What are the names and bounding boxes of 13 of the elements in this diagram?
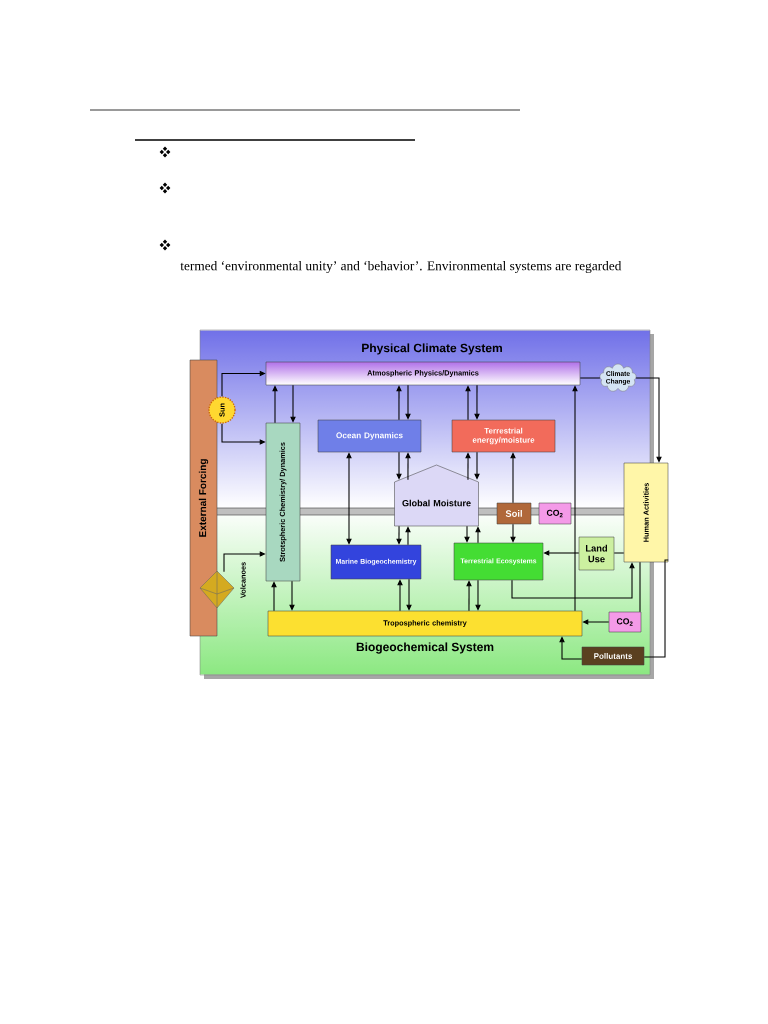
process-box: Ocean Dynamics <box>317 419 422 453</box>
connector-line <box>613 552 625 554</box>
body-text: termed ‘environmental unity’ and ‘behavior’. Environmental systems are regarded <box>180 260 622 274</box>
connector-line <box>643 559 669 658</box>
process-box: CO$_{2}$ <box>538 502 572 525</box>
connector-line <box>579 377 601 379</box>
forcing-bar: External Forcing <box>189 359 218 637</box>
process-box: CO$_{2}$ <box>608 611 642 633</box>
process-box: Land Use <box>578 536 615 571</box>
connector-line <box>639 561 641 613</box>
process-box: Terrestrial energy/moisture <box>451 419 556 453</box>
process-box: Pollutants <box>581 646 645 666</box>
process-box: Soil <box>496 502 532 525</box>
